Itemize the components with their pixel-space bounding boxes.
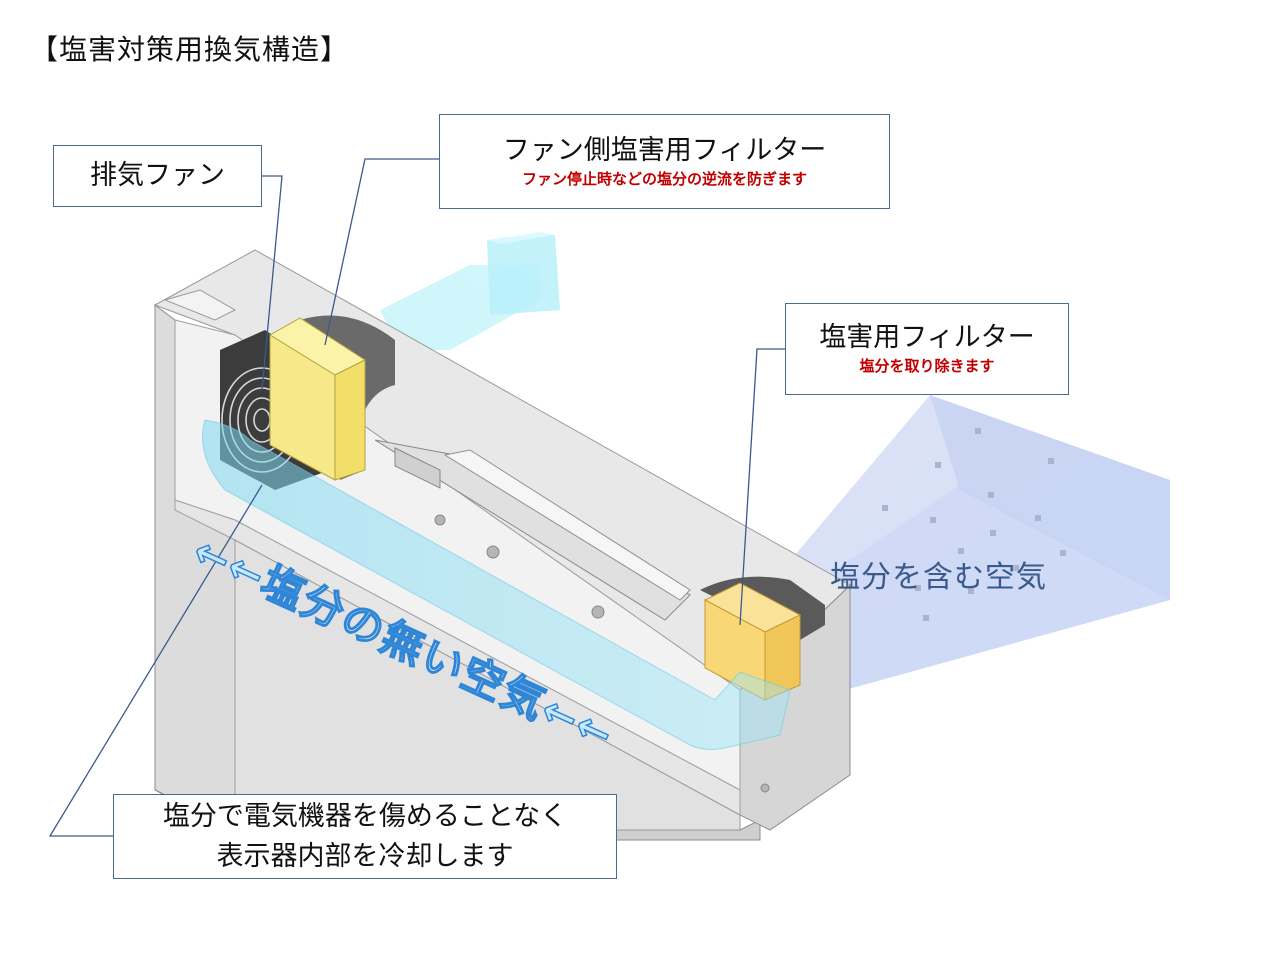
callout-cooling-line2: 表示器内部を冷却します (216, 840, 514, 872)
callout-fan-side-filter: ファン側塩害用フィルター ファン停止時などの塩分の逆流を防ぎます (439, 114, 890, 209)
salt-filter (700, 576, 825, 701)
salt-particles (882, 428, 1066, 621)
callout-fan-side-filter-note: ファン停止時などの塩分の逆流を防ぎます (521, 169, 807, 188)
callout-fan-side-filter-label: ファン側塩害用フィルター (502, 134, 827, 166)
page-title: 【塩害対策用換気構造】 (30, 33, 350, 66)
callout-cooling-line1: 塩分で電気機器を傷めることなく (162, 800, 568, 832)
leader-lines (48, 158, 785, 837)
callout-cooling: 塩分で電気機器を傷めることなく 表示器内部を冷却します (113, 794, 617, 879)
leader-exhaust-fan (261, 175, 283, 391)
salty-air-label: 塩分を含む空気 (830, 560, 1047, 595)
callout-salt-filter-label: 塩害用フィルター (819, 322, 1035, 353)
clean-air-channel (202, 419, 791, 750)
callout-exhaust-fan-label: 排気ファン (90, 160, 225, 191)
callout-salt-filter: 塩害用フィルター 塩分を取り除きます (785, 303, 1069, 395)
callout-salt-filter-note: 塩分を取り除きます (859, 357, 995, 375)
callout-exhaust-fan: 排気ファン (53, 145, 262, 207)
salty-air-volume (795, 395, 1170, 690)
leader-salt-filter (739, 348, 785, 626)
leader-cooling (48, 484, 263, 837)
fan-side-filter (269, 315, 395, 481)
leader-fan-side-filter (324, 158, 439, 346)
exhaust-duct (380, 232, 560, 350)
